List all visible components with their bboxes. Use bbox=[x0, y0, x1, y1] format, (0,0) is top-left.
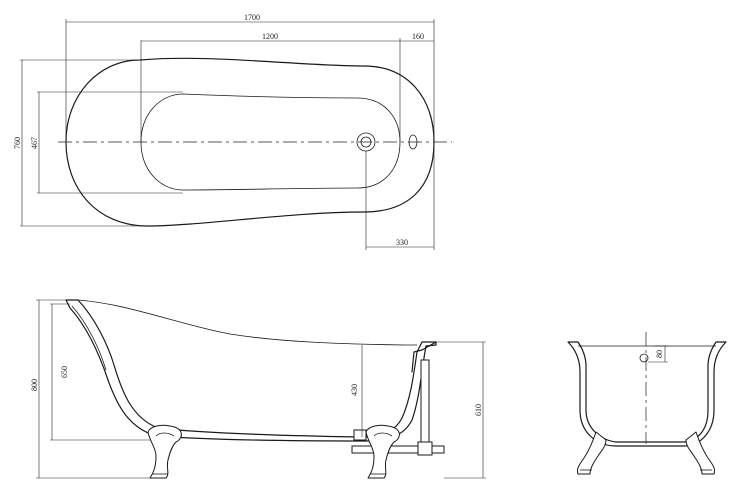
end-view: 80 bbox=[567, 332, 727, 475]
dim-filler-height: 610 bbox=[474, 404, 483, 416]
dim-inner-width: 467 bbox=[30, 137, 39, 149]
dim-overflow-height: 80 bbox=[655, 350, 664, 358]
dim-inner-depth: 650 bbox=[60, 366, 69, 378]
end-foot-left bbox=[577, 431, 607, 475]
waste-pipe-horizontal bbox=[351, 445, 445, 454]
dim-drain-offset: 160 bbox=[412, 32, 424, 41]
top-view-outer-rim bbox=[65, 57, 435, 227]
waste-pipe-vertical bbox=[420, 359, 430, 453]
dim-overall-height: 800 bbox=[30, 379, 39, 391]
dim-overall-width: 760 bbox=[13, 137, 22, 149]
dim-drain-to-end: 330 bbox=[396, 238, 408, 247]
side-view-inner-edge bbox=[71, 305, 107, 371]
side-view-rim bbox=[77, 299, 417, 346]
end-overflow-icon bbox=[639, 353, 649, 363]
filler-spout bbox=[411, 341, 437, 373]
waste-pipe-cap bbox=[417, 441, 433, 456]
dim-overall-length: 1700 bbox=[244, 13, 260, 22]
top-view: 1700 1200 160 760 467 330 bbox=[13, 13, 452, 250]
claw-foot-right bbox=[365, 424, 400, 479]
dim-inner-length: 1200 bbox=[262, 32, 278, 41]
claw-foot-left bbox=[147, 424, 182, 479]
dim-end-height: 430 bbox=[350, 384, 359, 396]
waste-trap bbox=[353, 429, 367, 441]
end-foot-right bbox=[685, 431, 715, 475]
side-view: 800 650 430 610 bbox=[30, 299, 486, 479]
top-view-inner-basin bbox=[140, 93, 401, 191]
side-view-shell bbox=[65, 299, 437, 442]
end-view-shell bbox=[567, 341, 727, 447]
